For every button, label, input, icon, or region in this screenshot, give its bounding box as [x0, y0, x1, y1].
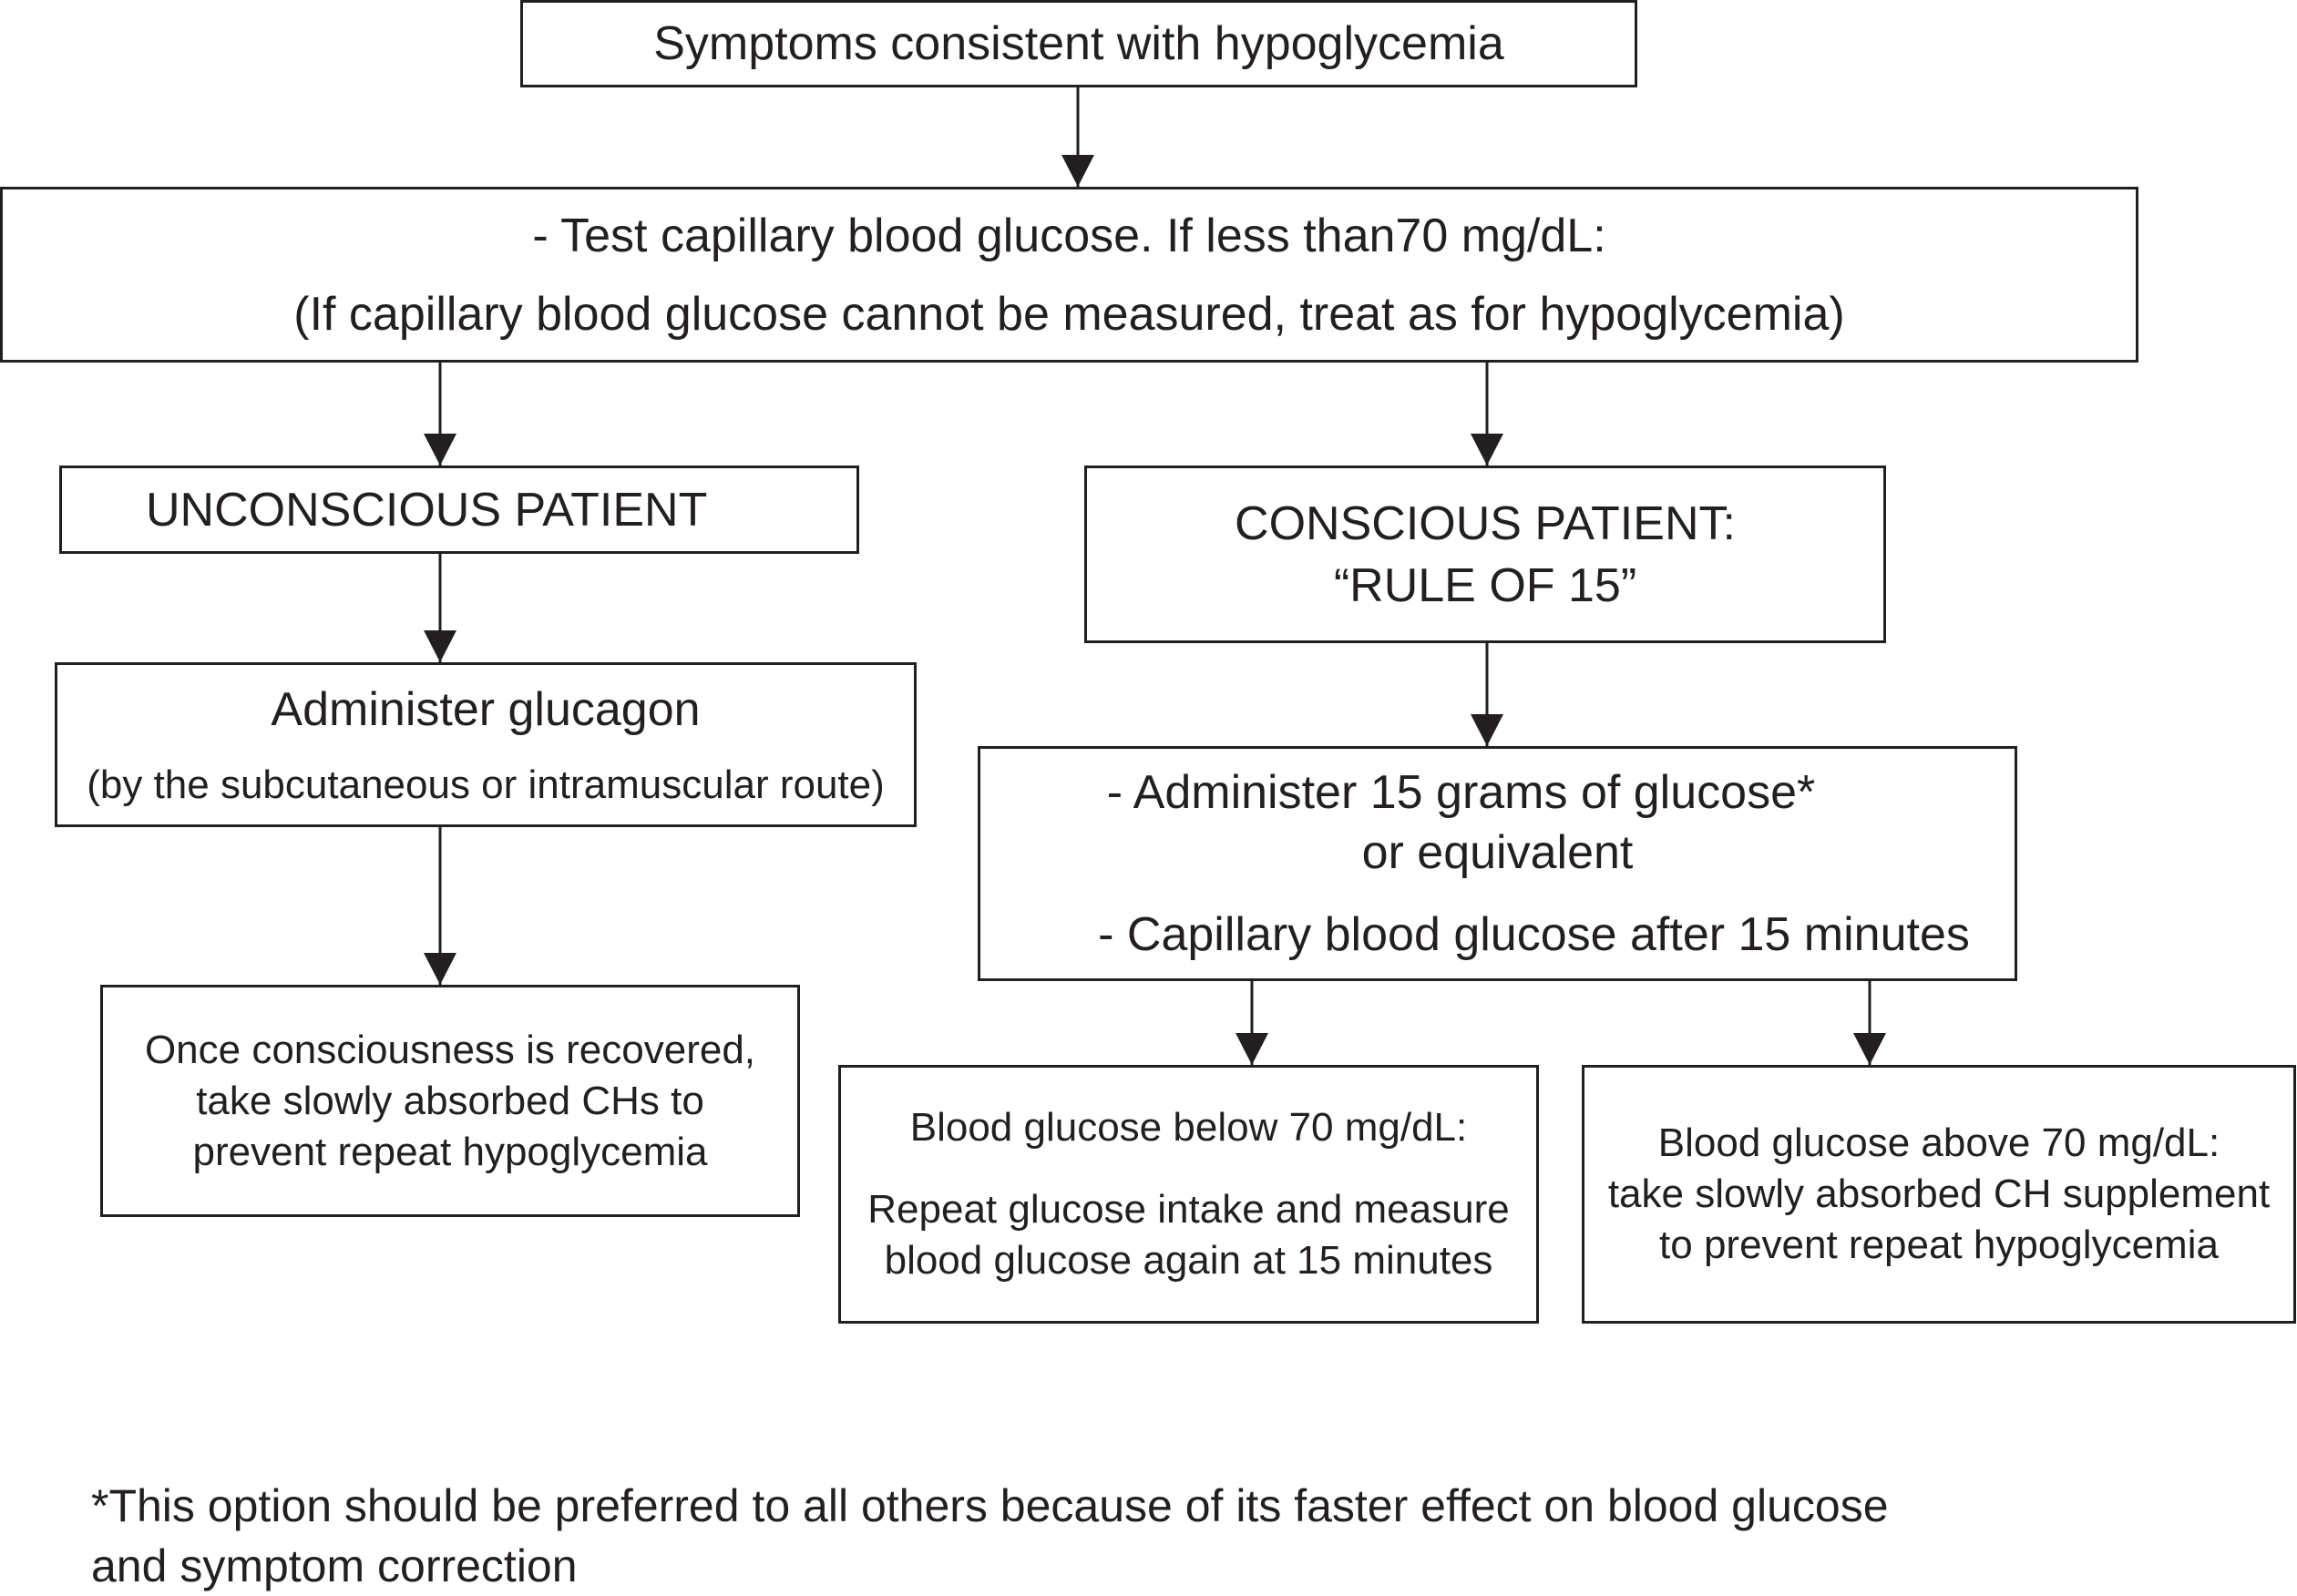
administer-glucagon-node: Administer glucagon (by the subcutaneous… [55, 662, 917, 827]
glucose-below-70-line1: Blood glucose below 70 mg/dL: [909, 1105, 1468, 1150]
start-node: Symptoms consistent with hypoglycemia [520, 0, 1637, 87]
administer-glucagon-line2: (by the subcutaneous or intramuscular ro… [87, 762, 885, 807]
administer-glucagon-line1: Administer glucagon [271, 682, 701, 736]
consciousness-recovered-line1: Once consciousness is recovered, [144, 1027, 756, 1072]
unconscious-patient-text: UNCONSCIOUS PATIENT [146, 483, 708, 537]
test-glucose-node: - Test capillary blood glucose. If less … [0, 187, 2138, 363]
test-glucose-line1: - Test capillary blood glucose. If less … [532, 209, 1606, 262]
glucose-above-70-node: Blood glucose above 70 mg/dL: take slowl… [1582, 1065, 2296, 1324]
glucose-above-70-line3: to prevent repeat hypoglycemia [1659, 1223, 2219, 1267]
unconscious-patient-node: UNCONSCIOUS PATIENT [59, 466, 859, 554]
start-node-text: Symptoms consistent with hypoglycemia [653, 17, 1504, 70]
administer-glucose-line3: - Capillary blood glucose after 15 minut… [1098, 908, 1970, 961]
conscious-patient-line1: CONSCIOUS PATIENT: [1235, 496, 1736, 550]
conscious-patient-line2: “RULE OF 15” [1333, 558, 1637, 612]
footnote-line1: *This option should be preferred to all … [91, 1480, 1889, 1531]
conscious-patient-node: CONSCIOUS PATIENT: “RULE OF 15” [1084, 466, 1886, 643]
footnote-line2: and symptom correction [91, 1540, 578, 1591]
glucose-below-70-node: Blood glucose below 70 mg/dL: Repeat glu… [838, 1065, 1539, 1324]
consciousness-recovered-node: Once consciousness is recovered, take sl… [100, 985, 800, 1217]
footnote: *This option should be preferred to all … [91, 1476, 1889, 1596]
test-glucose-line2: (If capillary blood glucose cannot be me… [293, 287, 1845, 341]
consciousness-recovered-line2: take slowly absorbed CHs to [196, 1078, 704, 1123]
glucose-below-70-line3: blood glucose again at 15 minutes [884, 1238, 1493, 1283]
administer-glucose-node: - Administer 15 grams of glucose* or equ… [978, 746, 2017, 981]
consciousness-recovered-line3: prevent repeat hypoglycemia [192, 1129, 708, 1174]
administer-glucose-line2: or equivalent [1361, 826, 1634, 879]
glucose-above-70-line1: Blood glucose above 70 mg/dL: [1657, 1120, 2220, 1165]
glucose-below-70-line2: Repeat glucose intake and measure [867, 1187, 1510, 1232]
administer-glucose-line1: - Administer 15 grams of glucose* [1106, 766, 1816, 819]
glucose-above-70-line2: take slowly absorbed CH supplement [1607, 1171, 2271, 1216]
